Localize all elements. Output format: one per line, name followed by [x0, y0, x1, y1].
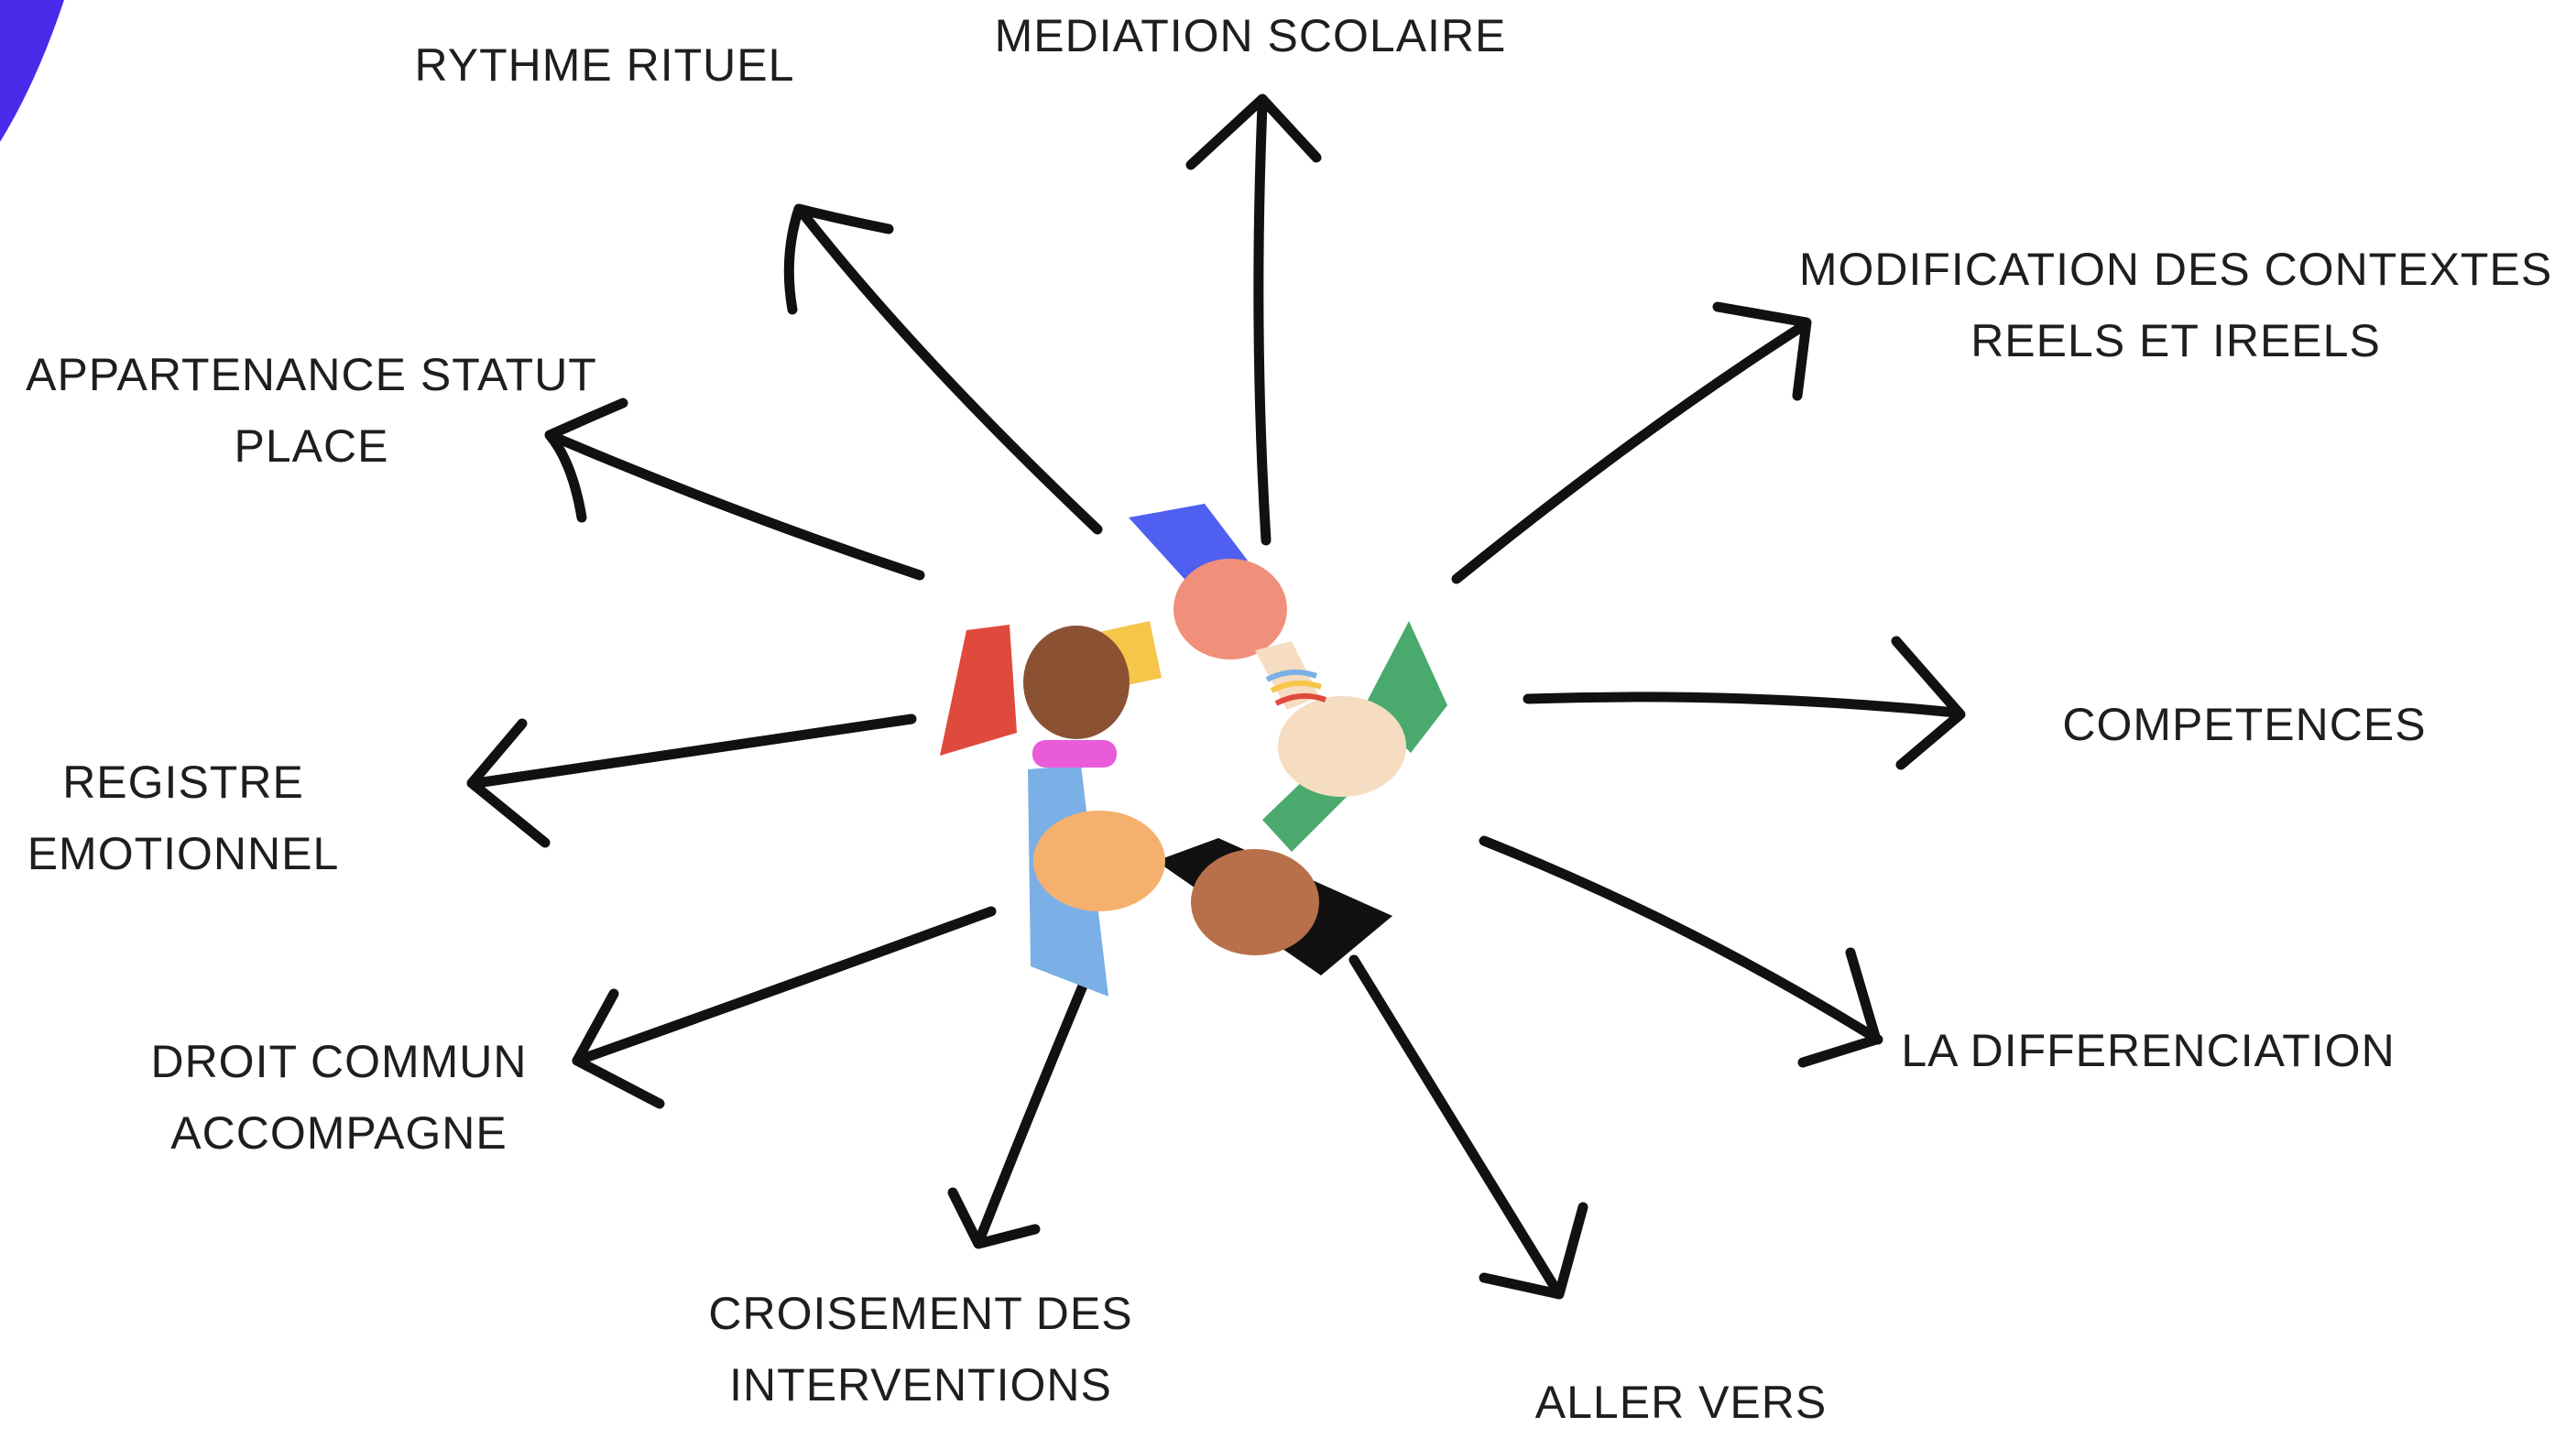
label-competences: COMPETENCES [2062, 699, 2427, 750]
label-registre-emotionnel: REGISTRE EMOTIONNEL [27, 757, 340, 879]
label-mediation-scolaire: MEDIATION SCOLAIRE [994, 10, 1507, 61]
label-droit-commun-accompagne: DROIT COMMUN ACCOMPAGNE [150, 1036, 528, 1159]
arrow-appartenance [544, 398, 925, 581]
arrow-differenciation [1479, 835, 1883, 1068]
arrow-mediation [1185, 93, 1322, 546]
arrow-modification [1451, 301, 1812, 584]
label-rythme-rituel: RYTHME RITUEL [414, 39, 795, 91]
label-croisement-interventions: CROISEMENT DES INTERVENTIONS [708, 1288, 1133, 1411]
arrow-rythme [783, 203, 1103, 535]
label-appartenance-statut-place: APPARTENANCE STATUT PLACE [26, 349, 597, 472]
arrow-competences [1523, 636, 1966, 770]
arrow-aller [1348, 954, 1588, 1300]
label-la-differenciation: LA DIFFERENCIATION [1901, 1025, 2396, 1076]
label-aller-vers: ALLER VERS [1534, 1377, 1828, 1428]
label-modification-contextes: MODIFICATION DES CONTEXTES REELS ET IREE… [1798, 244, 2553, 366]
arrow-registre [466, 714, 917, 848]
arrow-croisement [947, 945, 1103, 1249]
arrow-droit [572, 906, 997, 1109]
corner-accent-shape [0, 0, 64, 142]
